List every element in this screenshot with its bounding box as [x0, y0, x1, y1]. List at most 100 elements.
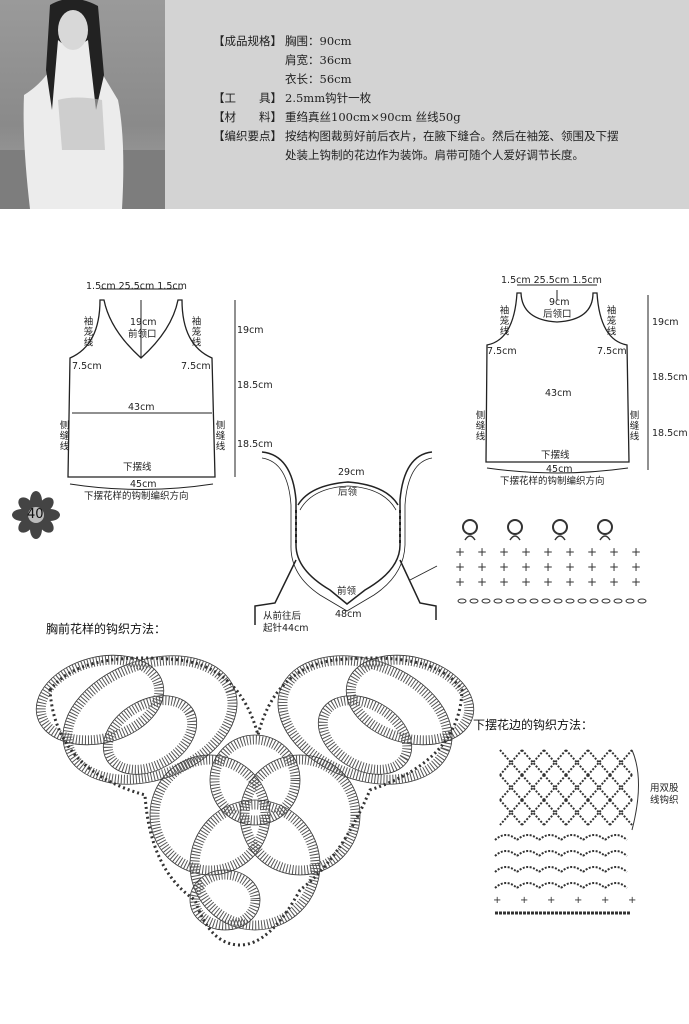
back-h3: 18.5cm [652, 428, 688, 439]
arch-chain [560, 834, 584, 841]
arch-chain [516, 834, 540, 841]
arch-chain [494, 882, 518, 889]
front-direction: 下摆花样的钩制编织方向 [84, 491, 189, 502]
neckband-back-label: 后领 [338, 487, 358, 498]
mesh-chain [587, 749, 611, 776]
chain-stitch [601, 598, 611, 604]
front-bodice-outline [67, 288, 236, 490]
front-armhole-right: 袖笼线 [189, 316, 201, 348]
stitch-mark: + [587, 545, 597, 559]
neckband-start-note1: 从前往后 [263, 611, 302, 622]
single-crochet-mark: + [520, 895, 528, 906]
rose-base [554, 535, 566, 541]
motif-ring [318, 696, 412, 774]
arch-chain [516, 882, 540, 889]
arch-chain [538, 866, 562, 873]
chain-stitch [565, 598, 575, 604]
notes-label: 【编织要点】 [213, 129, 282, 143]
stitch-mark: + [587, 575, 597, 589]
motif-ring-edge [209, 734, 301, 826]
chain-stitch [613, 598, 623, 604]
chain-stitch [469, 598, 479, 604]
stitch-mark: + [521, 575, 531, 589]
back-arm-left: 7.5cm [487, 346, 517, 357]
spec-length: 衣长：56cm [285, 72, 352, 86]
notes-line1: 按结构图裁剪好前后衣片，在腋下缝合。然后在袖笼、领围及下摆 [285, 129, 619, 143]
motif-ring [346, 655, 474, 745]
notes-line2: 处装上钩制的花边作为装饰。肩带可随个人爱好调节长度。 [285, 148, 584, 162]
chain-stitch [637, 598, 647, 604]
rose-base [464, 535, 476, 541]
arch-chain [516, 850, 540, 857]
stitch-mark: + [499, 560, 509, 574]
single-crochet-mark: + [601, 895, 609, 906]
stitch-mark: + [499, 575, 509, 589]
mesh-chain [609, 749, 633, 776]
arch-chain [604, 882, 628, 889]
neckband-front-length: 48cm [335, 609, 362, 620]
front-hem-width: 45cm [130, 479, 157, 490]
neckband-back-length: 29cm [338, 467, 365, 478]
single-crochet-mark: + [493, 895, 501, 906]
tool-label: 【工 具】 [213, 91, 282, 105]
back-hem-width: 45cm [546, 464, 573, 475]
arch-chain [560, 866, 584, 873]
neckband-start-note2: 起针44cm [263, 623, 309, 634]
arch-chain [538, 882, 562, 889]
arch-chain [560, 850, 584, 857]
stitch-mark: + [543, 560, 553, 574]
motif-ring-edge [149, 754, 271, 876]
mesh-chain [587, 774, 611, 801]
front-h3: 18.5cm [237, 439, 273, 450]
chain-stitch [517, 598, 527, 604]
back-top-dims: 1.5cm 25.5cm 1.5cm [501, 275, 602, 286]
mesh-chain [565, 799, 589, 826]
back-armhole-right: 袖笼线 [604, 305, 616, 337]
single-crochet-mark: + [628, 895, 636, 906]
mesh-chain [543, 774, 567, 801]
arch-chain [494, 866, 518, 873]
rose-motif [462, 519, 478, 535]
mesh-chain [565, 749, 589, 776]
motif-ring-edge [189, 799, 321, 931]
stitch-mark: + [477, 560, 487, 574]
back-armhole-left: 袖笼线 [497, 305, 509, 337]
back-h1: 19cm [652, 317, 679, 328]
motif-ring [210, 735, 300, 825]
front-hem-label: 下摆线 [123, 462, 152, 473]
arch-chain [538, 834, 562, 841]
back-bodice-outline [485, 284, 649, 474]
motif-ring [240, 755, 360, 875]
chain-stitch [541, 598, 551, 604]
spec-chest: 胸围：90cm [285, 34, 352, 48]
model-photo [0, 0, 165, 209]
front-armhole-left: 袖笼线 [81, 316, 93, 348]
stitch-mark: + [455, 575, 465, 589]
stitch-mark: + [631, 560, 641, 574]
back-arm-right: 7.5cm [597, 346, 627, 357]
spec-label: 【成品规格】 [213, 34, 282, 48]
front-neck-label: 前领口 [128, 329, 157, 340]
arch-chain [604, 866, 628, 873]
motif-ring-edge [345, 654, 475, 746]
mesh-chain [521, 799, 545, 826]
mesh-chain [499, 774, 523, 801]
rose-motif [597, 519, 613, 535]
rose-motif [552, 519, 568, 535]
mesh-chain [587, 799, 611, 826]
single-crochet-mark: + [574, 895, 582, 906]
motif-ring [36, 655, 164, 745]
mesh-chain [499, 799, 523, 826]
stitch-mark: + [499, 545, 509, 559]
mesh-chain [543, 749, 567, 776]
stitch-mark: + [609, 560, 619, 574]
stitch-mark: + [543, 545, 553, 559]
neckband-front-label: 前领 [337, 586, 357, 597]
stitch-mark: + [521, 560, 531, 574]
motif-ring-edge [35, 654, 165, 746]
rose-base [509, 535, 521, 541]
chest-motif-title: 胸前花样的钩织方法： [46, 622, 167, 636]
page-number: 40 [27, 507, 44, 522]
chain-stitch [625, 598, 635, 604]
